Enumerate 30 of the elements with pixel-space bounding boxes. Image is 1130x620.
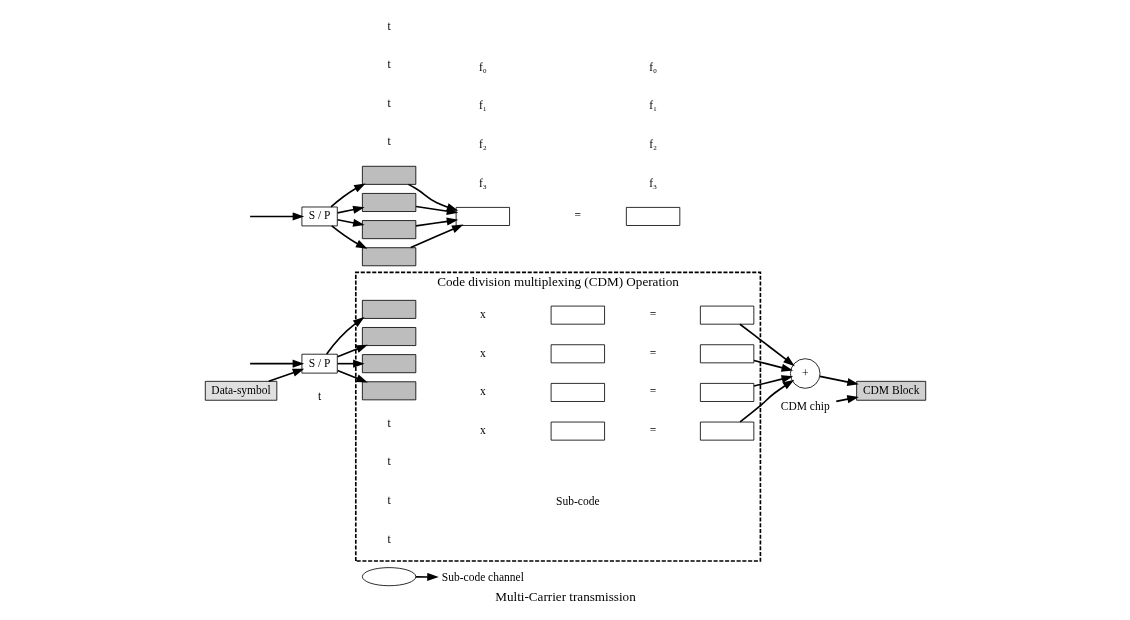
label: = (649, 424, 656, 437)
label: f₀ (478, 60, 487, 73)
label: x (479, 385, 486, 398)
label: f₁ (648, 99, 657, 112)
label: f₁ (478, 99, 487, 112)
label: x (479, 346, 486, 359)
label: f₃ (478, 176, 487, 189)
label: = (649, 308, 656, 321)
label: f₃ (648, 176, 657, 189)
caption: Multi-Carrier transmission (494, 588, 636, 604)
label: f₀ (648, 60, 657, 73)
label: t (386, 494, 391, 507)
label: t (386, 532, 391, 545)
label: t (386, 19, 391, 32)
label: Sub-code (555, 494, 600, 507)
label: f₂ (478, 137, 487, 150)
node-text: CDM chip (780, 400, 830, 413)
label: t (386, 58, 391, 71)
label: = (649, 385, 656, 398)
label: x (479, 308, 486, 321)
label: = (574, 209, 581, 222)
label: x (479, 424, 486, 437)
node-text: Sub-code channel (441, 570, 524, 583)
label: t (386, 416, 391, 429)
label: t (386, 96, 391, 109)
label: f₂ (648, 137, 657, 150)
label: t (386, 455, 391, 468)
label: t (317, 390, 321, 403)
label: t (386, 135, 391, 148)
label: = (649, 346, 656, 359)
